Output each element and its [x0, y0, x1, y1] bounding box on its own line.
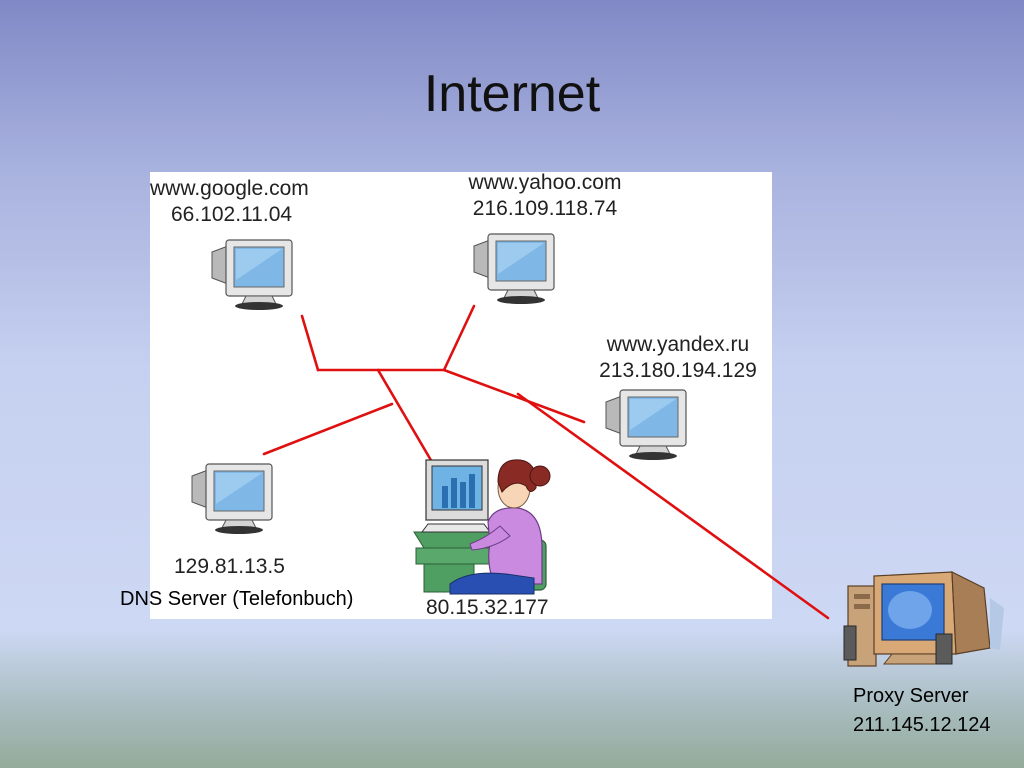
proxy-label: Proxy Server 211.145.12.124 — [853, 682, 991, 740]
dns-caption: DNS Server (Telefonbuch) — [120, 588, 354, 610]
yandex-monitor-icon — [605, 389, 687, 461]
link-yahoo — [442, 304, 476, 372]
yandex-hostname: www.yandex.ru — [606, 333, 750, 356]
yahoo-label: www.yahoo.com 216.109.118.74 — [440, 170, 650, 222]
link-proxy — [516, 392, 830, 620]
network-links — [262, 304, 830, 620]
dns-monitor-icon — [191, 463, 273, 535]
user-at-computer-icon — [413, 459, 551, 595]
yandex-label: www.yandex.ru 213.180.194.129 — [582, 332, 774, 384]
user-ip: 80.15.32.177 — [426, 596, 549, 619]
proxy-ip: 211.145.12.124 — [853, 714, 991, 736]
link-user — [376, 368, 434, 464]
proxy-server-icon — [843, 571, 1004, 667]
dns-ip: 129.81.13.5 — [174, 555, 285, 578]
proxy-name: Proxy Server — [853, 685, 969, 707]
google-monitor-icon — [211, 239, 293, 311]
google-label: www.google.com 66.102.11.04 — [150, 176, 340, 228]
google-hostname: www.google.com — [150, 177, 309, 200]
yahoo-hostname: www.yahoo.com — [468, 171, 622, 194]
link-dns — [262, 402, 394, 456]
yahoo-ip: 216.109.118.74 — [472, 197, 618, 220]
slide-title: Internet — [423, 65, 601, 123]
google-ip: 66.102.11.04 — [171, 203, 293, 226]
link-yandex — [442, 368, 586, 424]
yahoo-monitor-icon — [473, 233, 555, 305]
yandex-ip: 213.180.194.129 — [599, 359, 757, 382]
link-google — [300, 314, 320, 372]
